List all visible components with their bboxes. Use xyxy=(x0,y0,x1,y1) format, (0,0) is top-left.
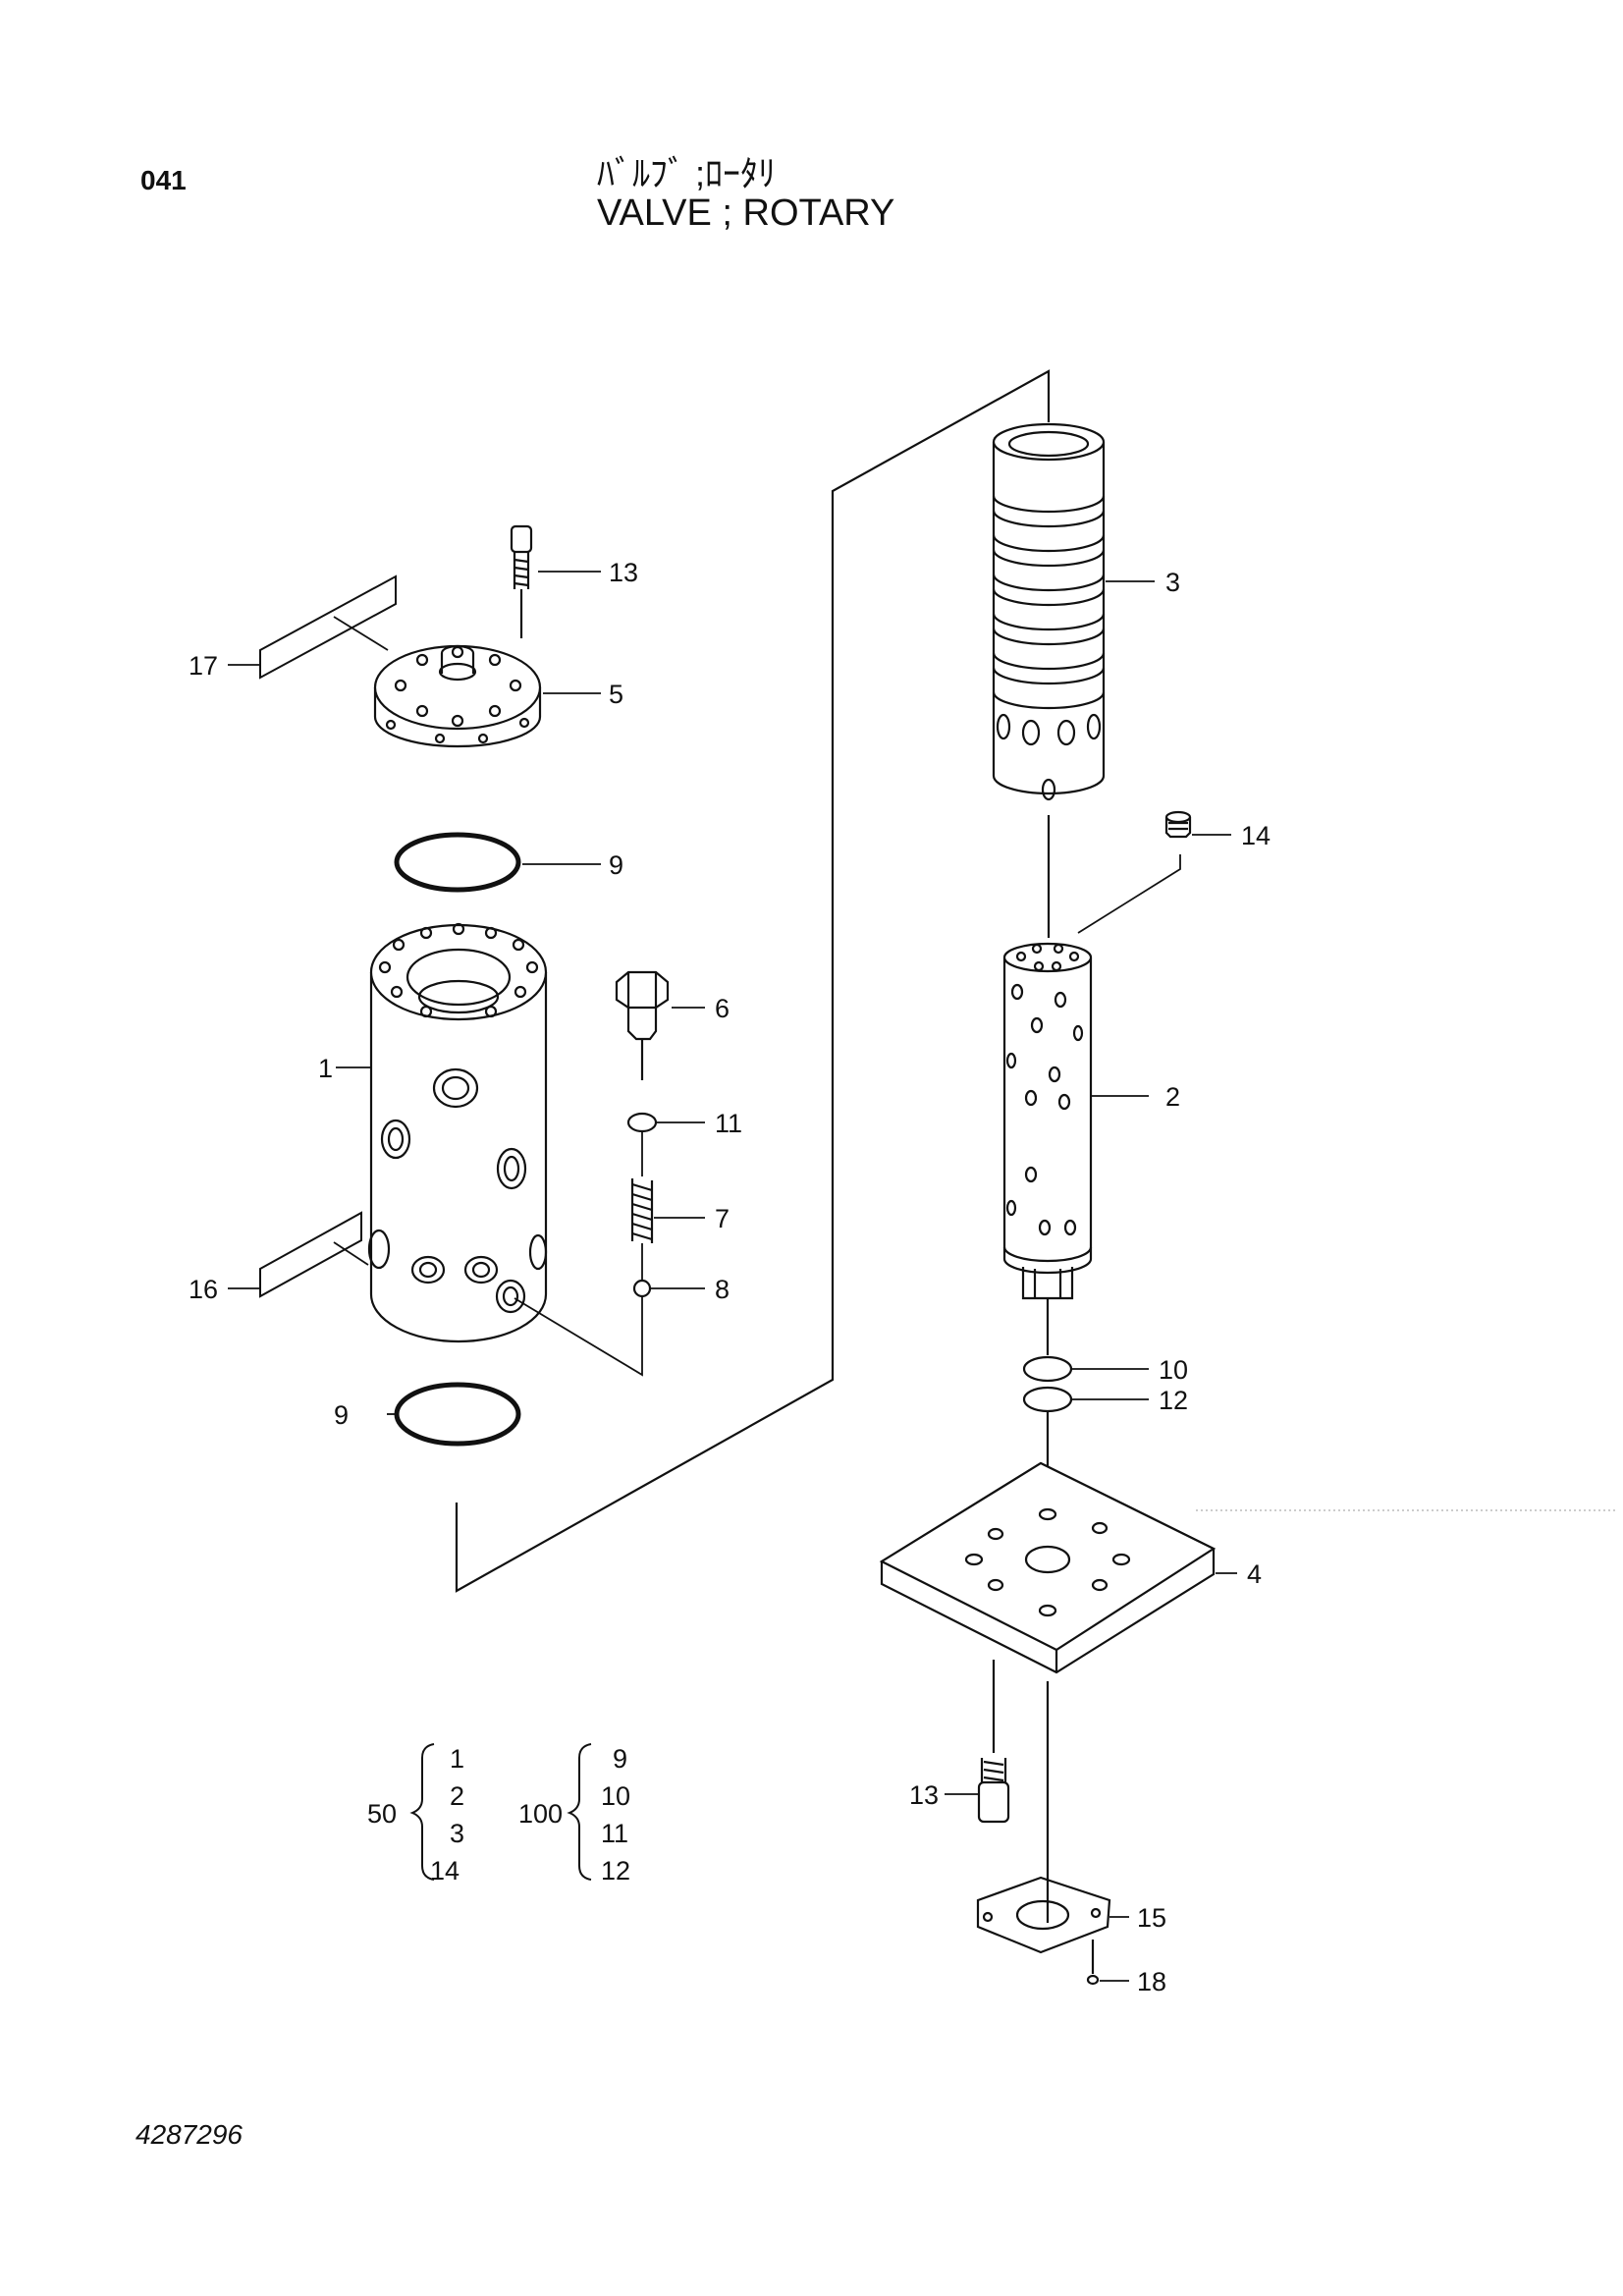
kit-50-item: 1 xyxy=(450,1744,464,1774)
part-15-gasket xyxy=(976,1876,1111,1954)
part-14-plug xyxy=(1164,810,1192,839)
callout-16: 16 xyxy=(189,1275,218,1304)
part-1-body xyxy=(367,922,548,1343)
callout-13a: 13 xyxy=(609,558,638,587)
kit-100-item: 11 xyxy=(601,1819,628,1848)
part-18-rivet xyxy=(1086,1940,1100,1986)
kit-brackets xyxy=(409,1743,592,1881)
part-17-nameplate xyxy=(259,574,397,680)
callout-6: 6 xyxy=(715,994,730,1023)
callout-9b: 9 xyxy=(334,1400,349,1430)
callout-5: 5 xyxy=(609,680,623,709)
part-10-oring xyxy=(1022,1355,1073,1383)
kit-100-item: 9 xyxy=(613,1744,627,1774)
part-13-screw-bottom xyxy=(977,1758,1010,1824)
kit-100-number: 100 xyxy=(518,1799,563,1829)
callout-8: 8 xyxy=(715,1275,730,1304)
title-english: VALVE ; ROTARY xyxy=(597,192,895,234)
part-3-spool xyxy=(992,422,1106,801)
part-9-oring-lower xyxy=(394,1382,521,1447)
part-13-screw-top xyxy=(510,524,533,638)
callout-17: 17 xyxy=(189,651,218,681)
page-number: 041 xyxy=(140,165,187,195)
part-4-plate xyxy=(879,1461,1217,1674)
kit-50-number: 50 xyxy=(367,1799,397,1829)
title-japanese: ﾊﾞﾙﾌﾞ ;ﾛｰﾀﾘ xyxy=(597,153,777,193)
callout-labels: 1 2 3 4 5 6 7 8 9 9 10 11 12 13 13 14 15… xyxy=(189,558,1271,1996)
kit-50-item: 14 xyxy=(430,1856,460,1886)
callout-14: 14 xyxy=(1241,821,1271,850)
part-11-oring xyxy=(626,1112,658,1133)
part-8-ball xyxy=(632,1279,652,1298)
callout-11: 11 xyxy=(715,1109,742,1138)
callout-3: 3 xyxy=(1165,568,1180,597)
callout-2: 2 xyxy=(1165,1082,1180,1112)
callout-12: 12 xyxy=(1159,1386,1188,1415)
part-6-plug xyxy=(615,970,670,1080)
callout-10: 10 xyxy=(1159,1355,1188,1385)
assembly-connector-line xyxy=(455,369,1051,1593)
callout-9a: 9 xyxy=(609,850,623,880)
kit-50-item: 3 xyxy=(450,1819,464,1848)
part-9-oring-upper xyxy=(394,832,521,893)
callout-7: 7 xyxy=(715,1204,730,1233)
callout-18: 18 xyxy=(1137,1967,1166,1996)
callout-1: 1 xyxy=(318,1054,333,1083)
part-2-shaft xyxy=(1002,942,1093,1300)
part-12-oring xyxy=(1022,1386,1073,1413)
drawing-number: 4287296 xyxy=(135,2119,243,2150)
kit-100-item: 10 xyxy=(601,1781,630,1811)
part-5-cover xyxy=(373,644,542,748)
part-16-nameplate xyxy=(259,1211,369,1298)
kit-50-item: 2 xyxy=(450,1781,464,1811)
callout-15: 15 xyxy=(1137,1903,1166,1933)
leader-lines xyxy=(228,571,1237,1982)
part-7-spring xyxy=(630,1178,654,1243)
kit-100-item: 12 xyxy=(601,1856,630,1886)
callout-13b: 13 xyxy=(909,1780,939,1810)
callout-4: 4 xyxy=(1247,1559,1262,1589)
